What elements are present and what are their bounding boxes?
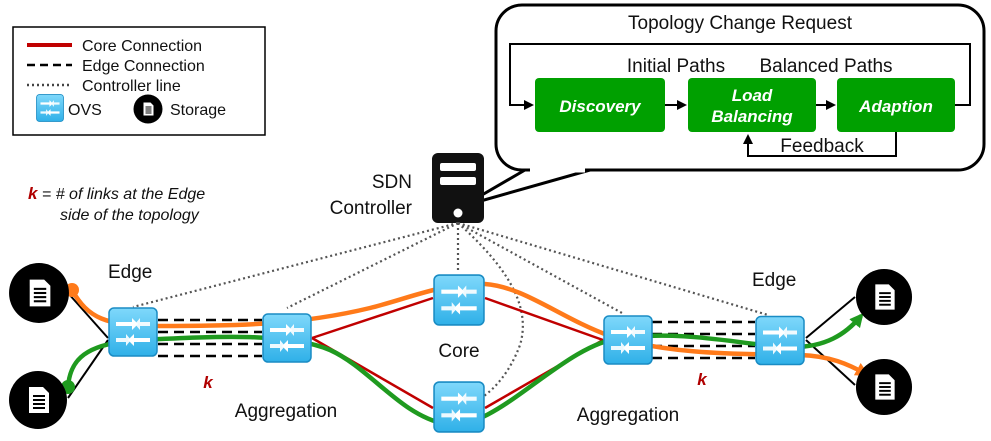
- topology-change-title: Topology Change Request: [628, 13, 853, 34]
- discovery-box: [535, 78, 665, 132]
- legend-core-label: Core Connection: [82, 38, 202, 55]
- ovs-edge-left-icon: [108, 307, 158, 357]
- adaption-box: [837, 78, 955, 132]
- ctrl-line-core-bottom: [457, 222, 524, 397]
- legend-storage-icon: [133, 94, 163, 124]
- svg-text:k = # of links at the Edge: k = # of links at the Edge: [28, 184, 205, 203]
- ovs-edge-right-icon: [755, 315, 805, 366]
- controller-label-2: Controller: [330, 198, 413, 219]
- topology-change-panel: Topology Change Request Discovery Load B…: [461, 3, 986, 208]
- loop-arrow: [509, 43, 971, 110]
- ctrl-line-edge-left: [132, 221, 459, 309]
- core-label: Core: [438, 341, 479, 362]
- adaption-label: Adaption: [858, 97, 933, 116]
- k-right-label: k: [697, 370, 708, 389]
- balanced-paths-label: Balanced Paths: [759, 56, 892, 77]
- load-balancing-label-1: Load: [732, 86, 773, 105]
- storage-left-top-icon: [8, 262, 70, 324]
- load-balancing-box: [688, 78, 816, 132]
- ctrl-line-agg-right: [457, 222, 623, 314]
- aggregation-left-label: Aggregation: [235, 401, 337, 422]
- storage-right-top-icon: [855, 268, 913, 326]
- feedback-label: Feedback: [780, 136, 864, 157]
- edge-left-label: Edge: [108, 262, 152, 283]
- edge-right-label: Edge: [752, 270, 796, 291]
- controller-lines: [132, 221, 769, 397]
- k-note: k = # of links at the Edge side of the t…: [28, 184, 205, 224]
- legend: Core Connection Edge Connection Controll…: [12, 26, 266, 136]
- ovs-core-top-icon: [433, 274, 485, 326]
- note-k: k: [28, 184, 39, 203]
- legend-ovs-label: OVS: [68, 102, 102, 119]
- note-line2: side of the topology: [60, 207, 200, 224]
- server-icon: [432, 153, 484, 223]
- ovs-agg-right-icon: [603, 315, 653, 365]
- edge-links: [158, 318, 755, 360]
- core-link-3: [484, 296, 604, 342]
- ctrl-line-edge-right: [457, 221, 769, 317]
- ctrl-line-agg-left: [286, 222, 459, 309]
- ovs-agg-left-icon: [262, 313, 312, 363]
- legend-storage-label: Storage: [170, 102, 226, 119]
- legend-controller-label: Controller line: [82, 78, 181, 95]
- ovs-core-bottom-icon: [433, 381, 485, 433]
- storage-left-bottom-icon: [8, 370, 68, 430]
- controller-label-1: SDN: [372, 172, 412, 193]
- aggregation-right-label: Aggregation: [577, 405, 679, 426]
- k-left-label: k: [203, 373, 214, 392]
- initial-paths-label: Initial Paths: [627, 56, 725, 77]
- sdn-controller: SDN Controller: [330, 153, 484, 223]
- note-line1: = # of links at the Edge: [37, 186, 205, 203]
- core-link-1: [311, 296, 434, 340]
- discovery-label: Discovery: [559, 97, 642, 116]
- load-balancing-label-2: Balancing: [711, 107, 793, 126]
- feedback-arrow: [743, 132, 897, 157]
- legend-edge-label: Edge Connection: [82, 58, 205, 75]
- legend-ovs-icon: [36, 94, 64, 122]
- storage-links: [67, 292, 856, 399]
- storage-right-bottom-icon: [855, 358, 913, 416]
